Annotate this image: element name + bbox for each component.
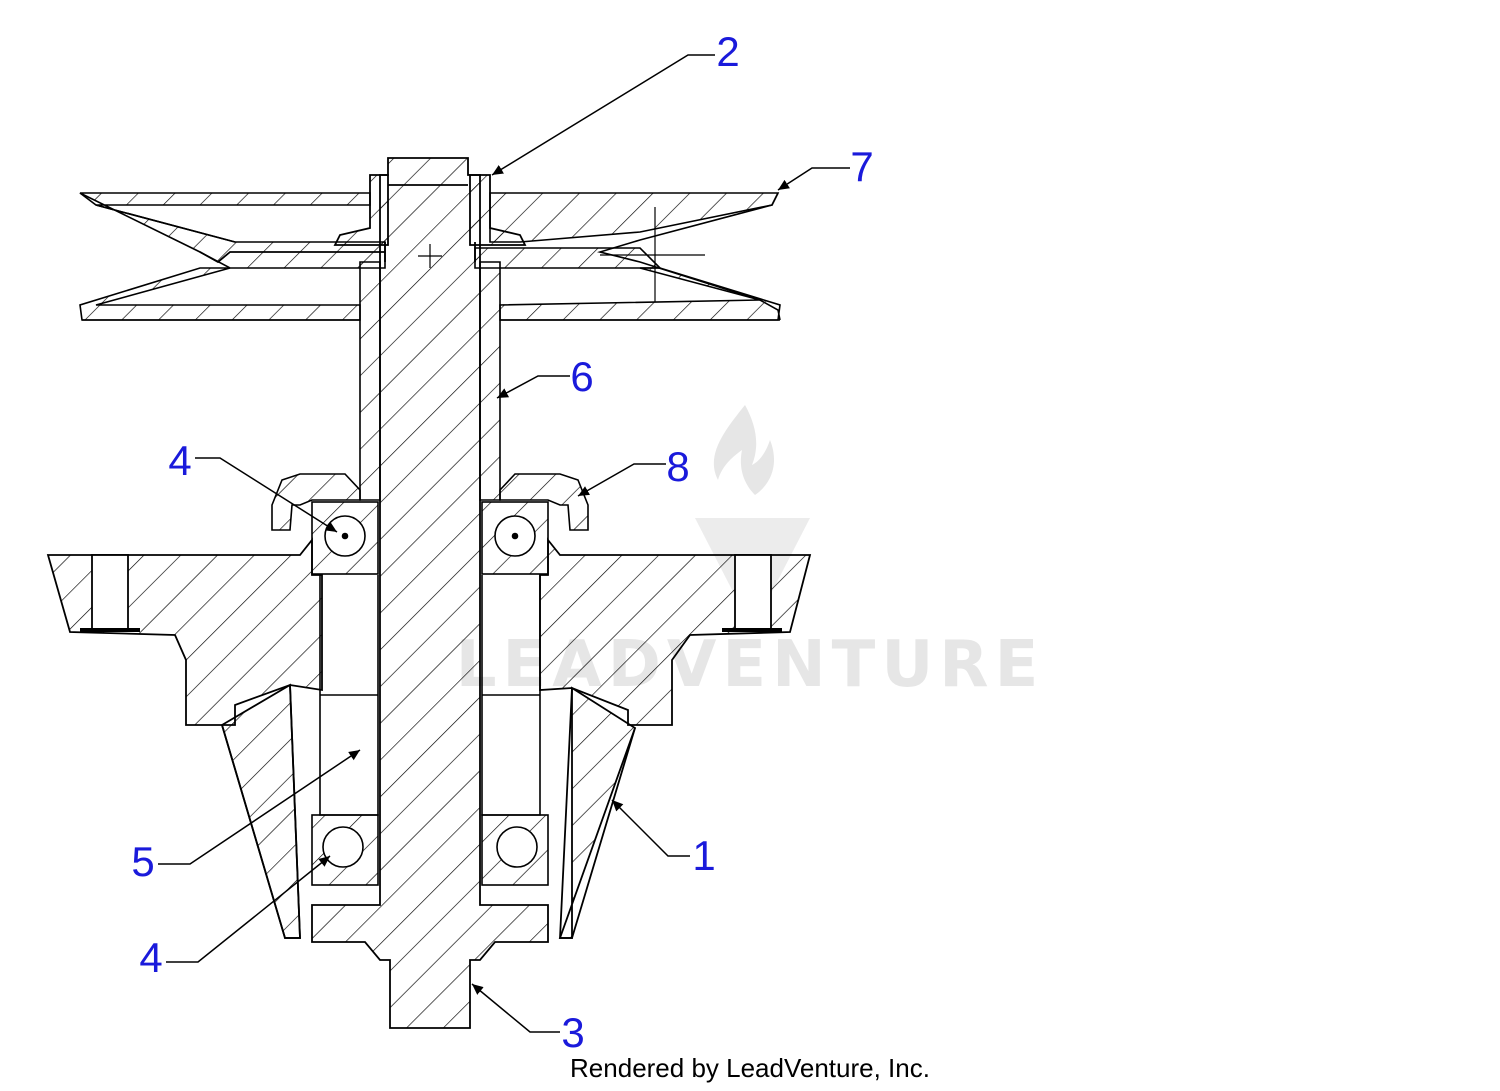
left-bolt-hole: [91, 554, 129, 631]
leader-lines: [158, 54, 850, 1033]
callout-8: 8: [666, 443, 689, 490]
callout-4-lower: 4: [139, 934, 162, 981]
flame-logo-icon: [713, 405, 775, 495]
callout-1: 1: [692, 832, 715, 879]
leader-1: [611, 799, 690, 857]
callout-4-upper: 4: [168, 437, 191, 484]
callout-5: 5: [131, 838, 154, 885]
callout-2: 2: [716, 28, 739, 75]
pulley-hub-right: [469, 174, 527, 246]
callout-3: 3: [561, 1009, 584, 1056]
bearing-cap: [271, 473, 589, 531]
callout-7: 7: [850, 143, 873, 190]
leader-8: [577, 463, 666, 497]
render-credit: Rendered by LeadVenture, Inc.: [570, 1053, 930, 1083]
pulley-lower-flange-left: [79, 267, 361, 321]
pulley-lower-flange-right: [499, 267, 781, 321]
callout-6: 6: [570, 353, 593, 400]
spindle-shaft: [311, 157, 549, 1029]
lower-bearings: [311, 814, 549, 886]
housing-cone-right: [558, 686, 637, 939]
pulley-web: [199, 251, 386, 269]
pulley-hub-left: [333, 174, 389, 246]
housing: [46, 537, 812, 939]
leader-2: [491, 54, 715, 176]
right-bolt-hole: [734, 554, 772, 631]
pulley-web-right: [474, 247, 662, 269]
leader-4-upper: [195, 457, 338, 533]
leader-6: [496, 375, 570, 399]
leader-4-lower: [166, 855, 331, 963]
shaft-body: [311, 157, 549, 1029]
leader-3: [471, 983, 560, 1033]
leader-5: [158, 749, 361, 865]
pulley-upper-flange-right: [489, 192, 780, 243]
housing-cone-left: [220, 683, 301, 939]
leader-7: [777, 167, 850, 191]
callout-labels: 2 7 6 4 8 5 1 4 3: [131, 28, 873, 1056]
